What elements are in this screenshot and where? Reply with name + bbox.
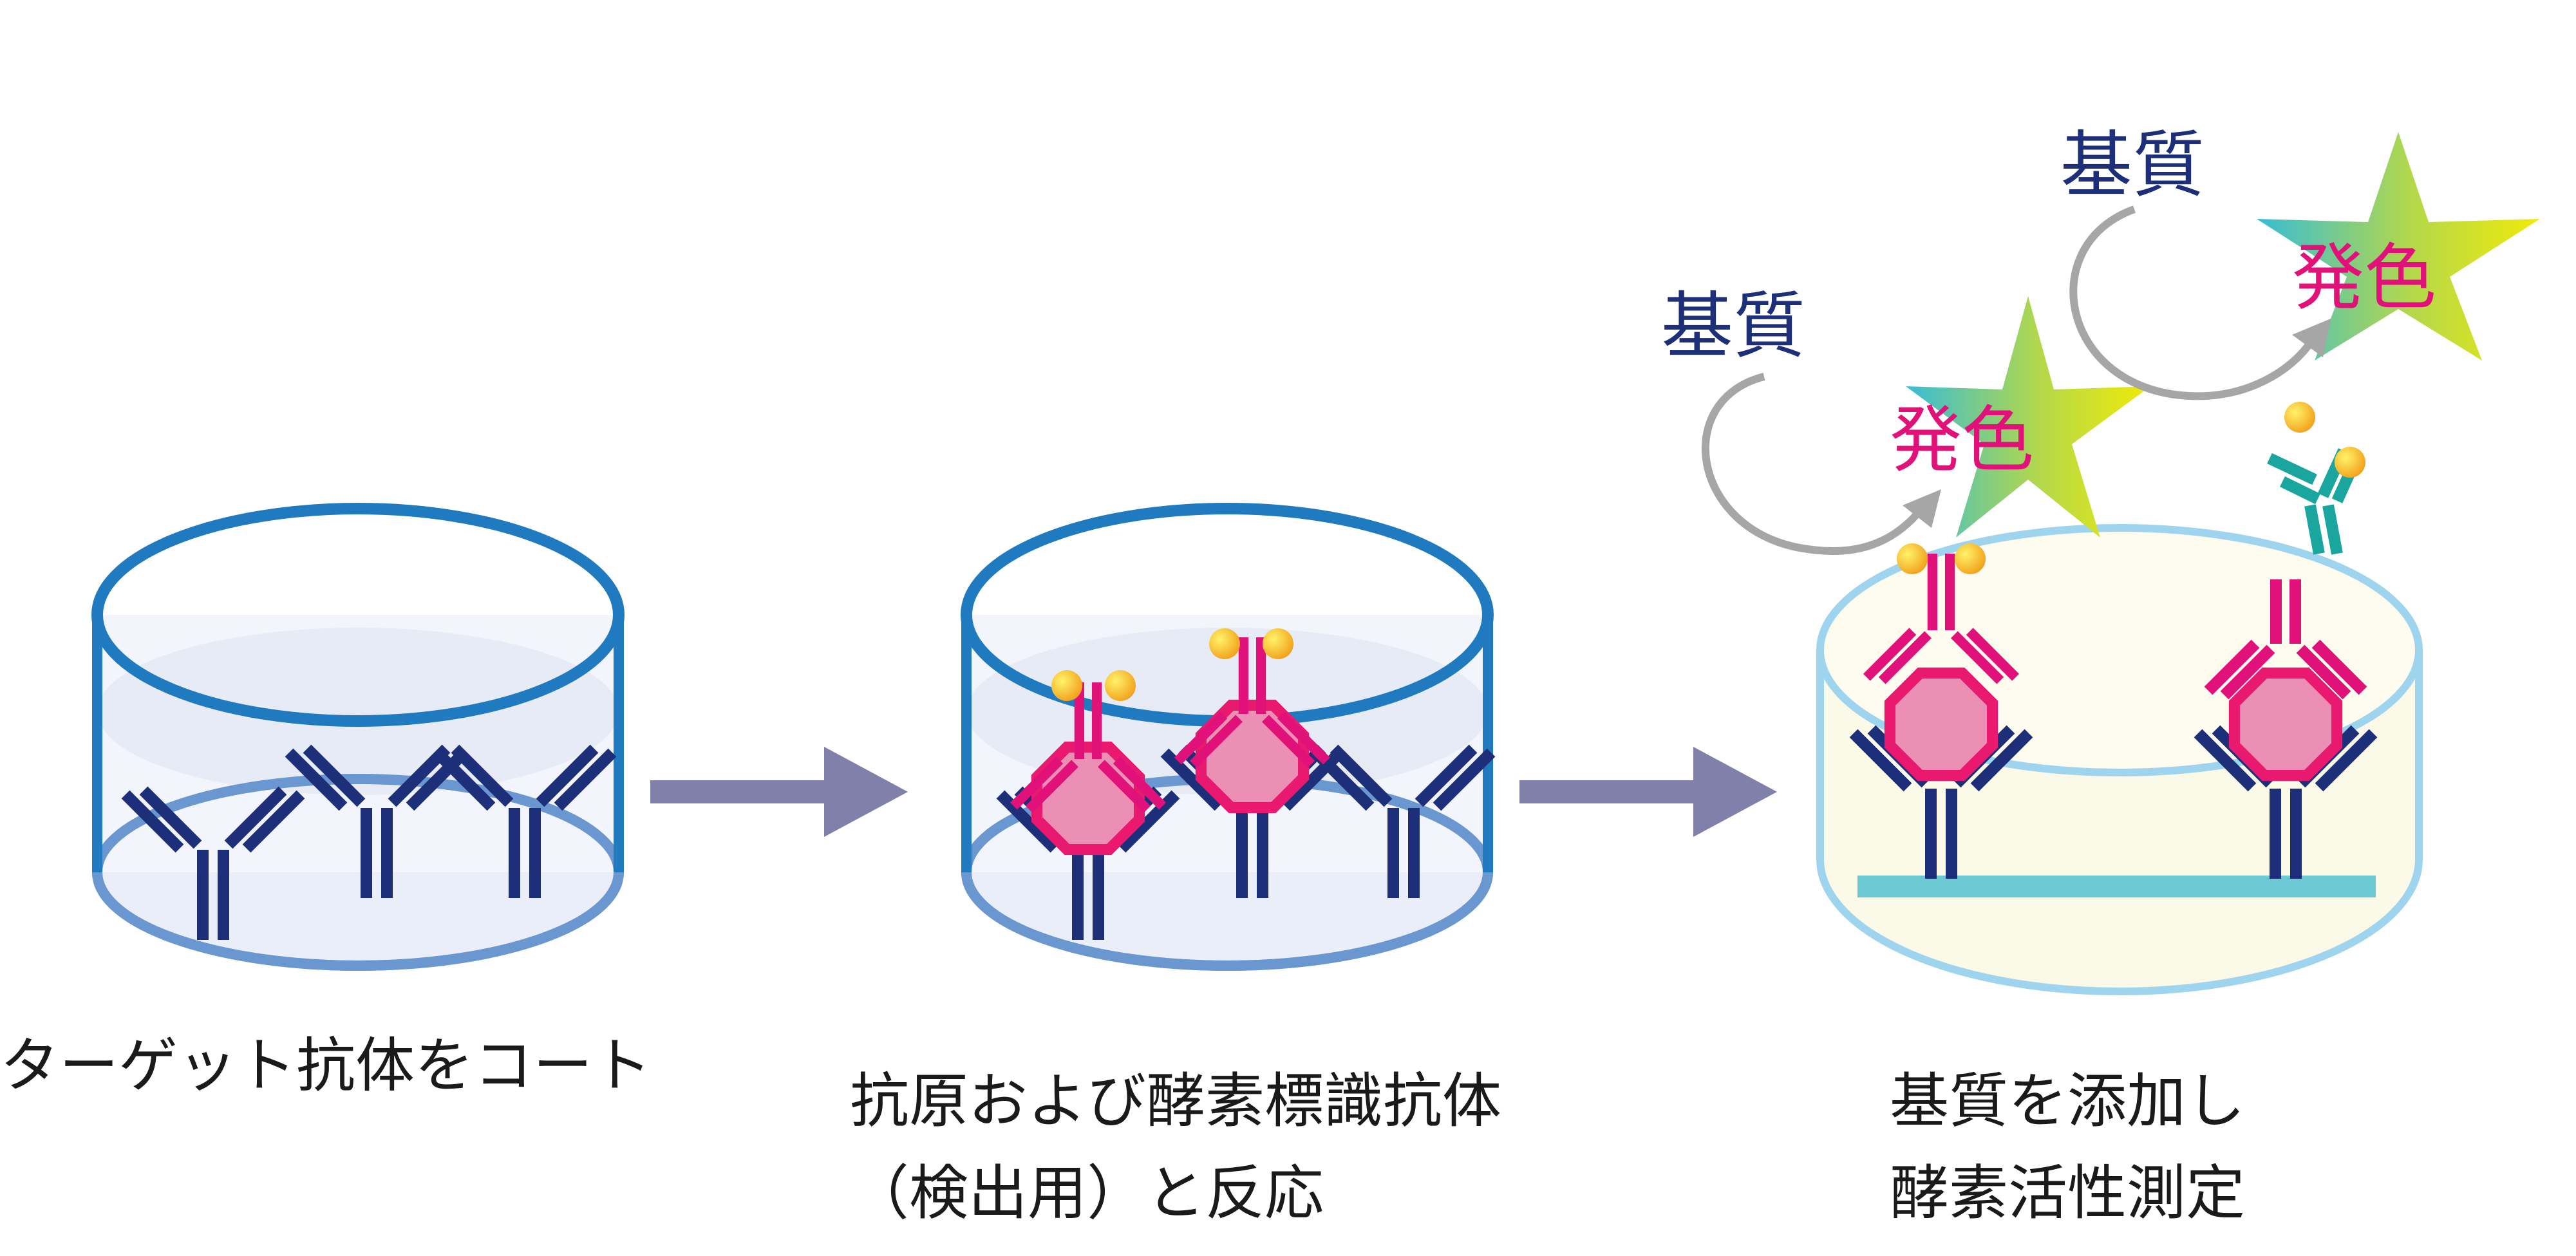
enzyme-labels-step3 (1897, 402, 2365, 574)
curved-arrow-icon (2069, 205, 2315, 400)
step2-caption: 抗原および酵素標識抗体 （検出用）と反応 (850, 1056, 1501, 1239)
step1-caption-line: ターゲット抗体をコート (0, 1031, 652, 1100)
antigen (1890, 673, 1992, 775)
star-burst-icon (2257, 132, 2540, 361)
arrowhead-icon (1903, 489, 1941, 528)
right-arrow-icon (1519, 747, 1777, 837)
step3-caption: 基質を添加し 酵素活性測定 (1890, 1056, 2245, 1239)
antigen (2234, 673, 2336, 775)
plate-surface-bar (1857, 876, 2376, 897)
step3-caption-line: 酵素活性測定 (1890, 1158, 2246, 1228)
color-development-label: 発色 (1890, 398, 2034, 482)
substrate-label: 基質 (1661, 285, 1805, 368)
step3-caption-line: 基質を添加し (1890, 1067, 2246, 1136)
substrate-label: 基質 (2060, 124, 2205, 207)
color-development-label: 発色 (2292, 236, 2436, 320)
enzyme-labels-step2 (1051, 628, 1293, 701)
step2-caption-line: （検出用）と反応 (850, 1158, 1324, 1228)
step2-caption-line: 抗原および酵素標識抗体 (850, 1067, 1502, 1136)
star-burst-icon (1906, 296, 2150, 538)
step1-caption: ターゲット抗体をコート (0, 1020, 652, 1112)
right-arrow-icon (650, 747, 908, 837)
arrowhead-icon (2292, 319, 2331, 357)
partial-detection-antibody-step3 (2204, 579, 2367, 700)
curved-arrow-icon (1701, 373, 1925, 555)
